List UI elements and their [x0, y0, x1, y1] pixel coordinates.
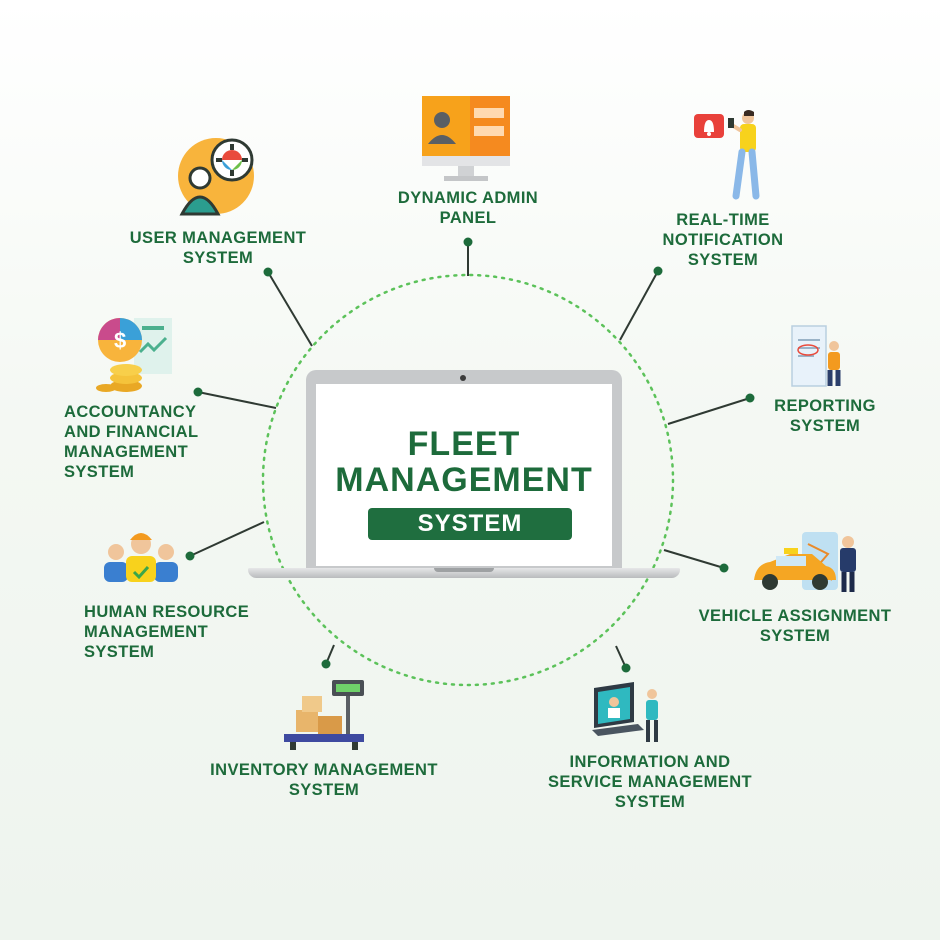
- camera-icon: [460, 375, 466, 381]
- hub-title-line1: FLEET: [407, 425, 521, 463]
- laptop-screen: FLEET MANAGEMENT SYSTEM: [306, 370, 622, 570]
- user-gear-icon: [178, 138, 254, 216]
- label-vehicle-assignment: VEHICLE ASSIGNMENT SYSTEM: [698, 607, 892, 645]
- connector-dot-notification: [653, 266, 663, 276]
- connector-notification: [619, 270, 659, 341]
- laptop-display: FLEET MANAGEMENT SYSTEM: [316, 384, 612, 566]
- connector-dot-reporting: [745, 393, 755, 403]
- connector-user: [267, 271, 313, 347]
- team-people-icon: [104, 533, 178, 582]
- connector-dot-accountancy: [193, 387, 203, 397]
- connector-reporting: [667, 397, 751, 425]
- hub-dotted-circle: [261, 273, 675, 687]
- notification-person-icon: [694, 110, 760, 200]
- report-person-icon: [791, 325, 841, 387]
- finance-coins-icon: $: [96, 318, 172, 392]
- label-reporting: REPORTING SYSTEM: [774, 397, 876, 435]
- label-human-resource: HUMAN RESOURCE MANAGEMENT SYSTEM: [84, 603, 250, 661]
- taxi-map-icon: [754, 532, 856, 592]
- label-accountancy: ACCOUNTANCY AND FINANCIAL MANAGEMENT SYS…: [64, 403, 199, 481]
- connector-hr: [189, 521, 265, 557]
- connector-vehicle: [663, 549, 725, 569]
- scale-boxes-icon: [284, 680, 364, 750]
- connector-accountancy: [197, 391, 277, 409]
- connector-dot-inventory: [321, 659, 331, 669]
- laptop-notch: [434, 568, 494, 572]
- connector-dot-vehicle: [719, 563, 729, 573]
- connector-dot-information: [621, 663, 631, 673]
- svg-text:$: $: [114, 328, 126, 353]
- label-dynamic-admin: DYNAMIC ADMIN PANEL: [397, 189, 539, 227]
- laptop-base: [248, 568, 680, 578]
- label-inventory: INVENTORY MANAGEMENT SYSTEM: [210, 761, 438, 799]
- connector-dot-hr: [185, 551, 195, 561]
- connector-dot-user: [263, 267, 273, 277]
- label-notification: REAL-TIME NOTIFICATION SYSTEM: [662, 211, 784, 269]
- hub-title-line2: MANAGEMENT: [335, 461, 593, 499]
- label-information-service: INFORMATION AND SERVICE MANAGEMENT SYSTE…: [548, 753, 752, 811]
- video-support-icon: [592, 682, 658, 742]
- admin-monitor-icon: [422, 96, 510, 181]
- label-user-management: USER MANAGEMENT SYSTEM: [129, 229, 307, 267]
- laptop-hub: FLEET MANAGEMENT SYSTEM: [248, 370, 680, 585]
- connector-dot-admin: [463, 237, 473, 247]
- hub-badge: SYSTEM: [368, 508, 572, 540]
